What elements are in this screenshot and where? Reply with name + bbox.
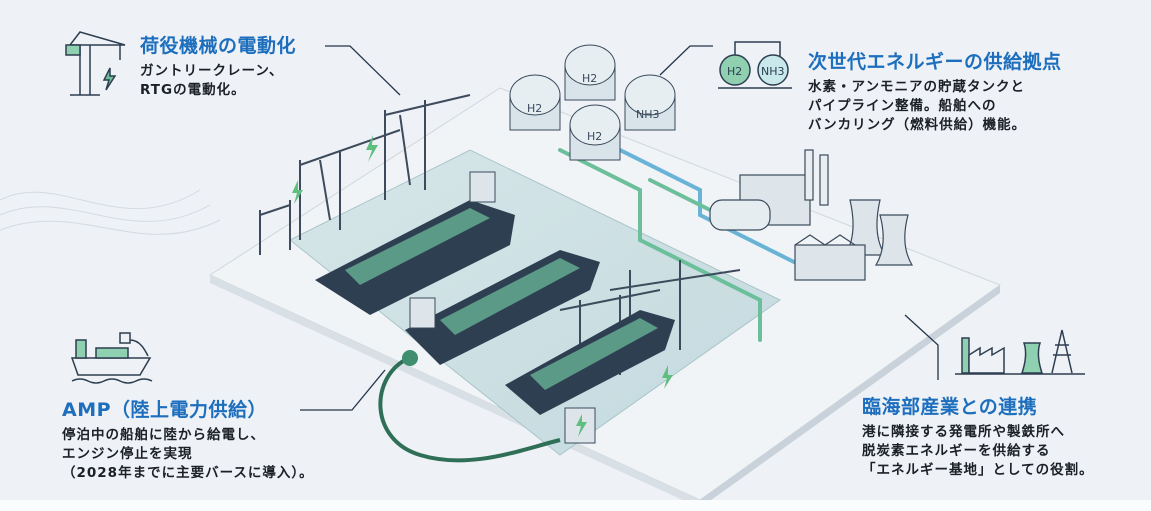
- section-line: エンジン停止を実現: [62, 446, 193, 462]
- callout-lines: [300, 45, 939, 411]
- container-ship-3: [505, 310, 675, 415]
- ship-plug-icon: [70, 332, 153, 384]
- lightning-bolts: [292, 135, 673, 389]
- section-industry: 臨海部産業との連携 港に隣接する発電所や製鉄所へ 脱炭素エネルギーを供給する 「…: [862, 395, 1094, 480]
- section-title: 臨海部産業との連携: [862, 396, 1038, 418]
- section-line: RTGの電動化。: [140, 82, 246, 98]
- factory-powerplant-pylon-icon: [955, 329, 1085, 375]
- gantry-cranes: [259, 94, 741, 380]
- tank-nh3: NH3: [624, 74, 676, 131]
- container-ship-1: [315, 171, 515, 315]
- svg-text:H2: H2: [587, 130, 602, 143]
- svg-text:NH3: NH3: [636, 108, 660, 121]
- tank-h2-2: H2: [564, 44, 616, 101]
- section-line: 「エネルギー基地」としての役割。: [862, 462, 1094, 478]
- svg-text:H2: H2: [527, 102, 542, 115]
- industrial-plants: [709, 149, 914, 281]
- shore-power-cable: [378, 350, 596, 463]
- section-amp: AMP（陸上電力供給） 停泊中の船舶に陸から給電し、 エンジン停止を実現 （20…: [62, 398, 314, 483]
- section-title: AMP（陸上電力供給）: [62, 399, 268, 421]
- section-line: 水素・アンモニアの貯蔵タンクと: [808, 79, 1025, 95]
- storage-tanks: H2 H2 NH3 H2: [509, 44, 676, 161]
- container-ship-2: [405, 250, 600, 365]
- section-title: 次世代エネルギーの供給拠点: [808, 51, 1062, 73]
- section-line: 港に隣接する発電所や製鉄所へ: [862, 424, 1065, 440]
- section-line: ガントリークレーン、: [140, 63, 284, 79]
- svg-text:H2: H2: [727, 65, 742, 78]
- section-line: 脱炭素エネルギーを供給する: [862, 443, 1051, 459]
- section-line: パイプライン整備。船舶への: [808, 98, 997, 114]
- section-line: バンカリング（燃料供給）機能。: [808, 117, 1027, 133]
- pipelines: [558, 138, 822, 342]
- crane-lightning-icon: [65, 31, 126, 96]
- tank-h2-1: H2: [509, 74, 561, 131]
- h2-nh3-tanks-icon: H2 NH3: [718, 41, 792, 89]
- background-waves: [0, 189, 221, 235]
- tank-h2-3: H2: [569, 104, 621, 161]
- bottom-band: [0, 500, 1151, 511]
- section-line: 停泊中の船舶に陸から給電し、: [62, 427, 265, 443]
- section-title: 荷役機械の電動化: [140, 35, 297, 57]
- section-energy-hub: 次世代エネルギーの供給拠点 水素・アンモニアの貯蔵タンクと パイプライン整備。船…: [808, 50, 1062, 135]
- section-cargo-handling: 荷役機械の電動化 ガントリークレーン、 RTGの電動化。: [140, 34, 296, 100]
- svg-text:H2: H2: [582, 72, 597, 85]
- section-line: （2028年までに主要バースに導入）。: [62, 465, 314, 481]
- svg-text:NH3: NH3: [761, 65, 785, 78]
